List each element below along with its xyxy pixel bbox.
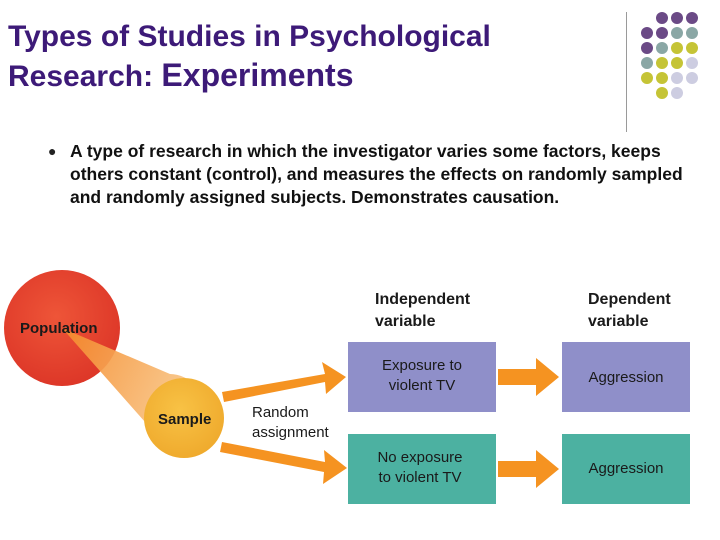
decorative-dot-icon: [656, 72, 668, 84]
experimental-condition-box: [348, 342, 496, 412]
control-condition-line-2: to violent TV: [378, 469, 461, 486]
decorative-dot-icon: [671, 57, 683, 69]
decorative-dot-icon: [656, 12, 668, 24]
dependent-variable-header-line-2: variable: [588, 313, 649, 330]
decorative-dot-icon: [671, 87, 683, 99]
bullet-text: A type of research in which the investig…: [70, 141, 683, 207]
bullet-list: ● A type of research in which the invest…: [48, 140, 688, 209]
title-line-2-prefix: Research:: [8, 60, 162, 93]
sample-circle: [144, 378, 224, 458]
control-condition-box: [348, 434, 496, 504]
experimental-condition-line-2: violent TV: [389, 377, 455, 394]
decorative-dot-icon: [656, 27, 668, 39]
decorative-dot-icon: [656, 87, 668, 99]
experimental-condition-line-1: Exposure to: [382, 357, 462, 374]
decorative-dot-icon: [686, 57, 698, 69]
control-condition-line-1: No exposure: [377, 449, 462, 466]
population-label: Population: [20, 320, 98, 337]
title-line-2: Research: Experiments: [8, 56, 608, 96]
bullet-dot-icon: ●: [48, 143, 57, 159]
decorative-dot-icon: [641, 42, 653, 54]
decorative-dot-icon: [671, 12, 683, 24]
bullet-item: ● A type of research in which the invest…: [48, 140, 688, 209]
decorative-dot-icon: [686, 72, 698, 84]
decorative-dot-icon: [641, 72, 653, 84]
decorative-dot-icon: [641, 57, 653, 69]
decorative-divider-line: [626, 12, 627, 132]
title-line-1: Types of Studies in Psychological: [8, 20, 491, 53]
experimental-outcome-box: [562, 342, 690, 412]
decorative-dot-icon: [686, 42, 698, 54]
decorative-dot-icon: [671, 27, 683, 39]
decorative-dot-icon: [671, 42, 683, 54]
decorative-dot-icon: [686, 27, 698, 39]
title-line-2-emphasis: Experiments: [161, 57, 354, 93]
independent-variable-header-line-2: variable: [375, 313, 436, 330]
arrow-to-control-icon: [220, 442, 347, 484]
arrow-to-experimental-icon: [222, 362, 346, 402]
control-outcome-label: Aggression: [588, 460, 663, 477]
sample-label: Sample: [158, 411, 211, 428]
experimental-outcome-label: Aggression: [588, 369, 663, 386]
decorative-dot-icon: [671, 72, 683, 84]
arrow-control-outcome-icon: [498, 450, 559, 488]
decorative-dot-icon: [641, 27, 653, 39]
decorative-dot-icon: [686, 12, 698, 24]
control-outcome-box: [562, 434, 690, 504]
slide-title: Types of Studies in Psychological Resear…: [8, 18, 608, 96]
experiment-diagram: Population Sample Random assignment Inde…: [4, 270, 690, 504]
decorative-dot-icon: [656, 42, 668, 54]
dependent-variable-header-line-1: Dependent: [588, 291, 671, 308]
random-assignment-label-line-1: Random: [252, 404, 309, 421]
decorative-dot-icon: [656, 57, 668, 69]
arrow-experimental-outcome-icon: [498, 358, 559, 396]
random-assignment-label-line-2: assignment: [252, 424, 330, 441]
independent-variable-header-line-1: Independent: [375, 291, 471, 308]
